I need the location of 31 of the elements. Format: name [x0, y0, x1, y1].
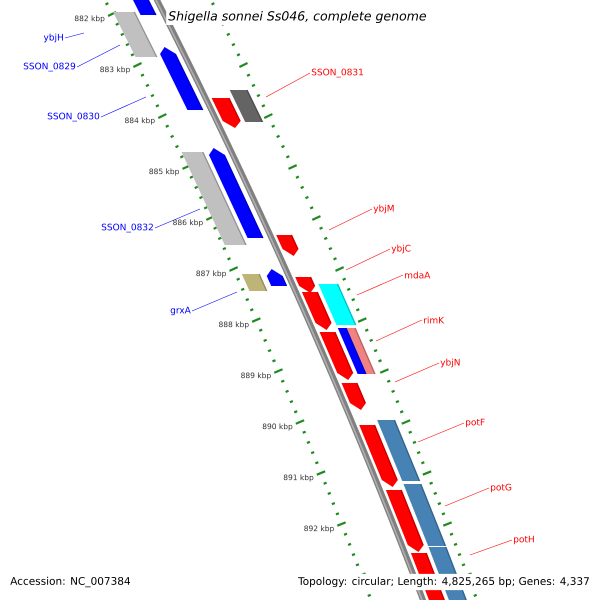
gene-label: ybjH — [44, 34, 63, 42]
leader-line — [76, 44, 120, 68]
gene-label: ybjN — [440, 358, 460, 368]
leader-line — [444, 488, 490, 506]
gene-label: mdaA — [405, 272, 430, 278]
gene-label: ybjM — [373, 204, 394, 214]
gene-label: potH — [514, 536, 534, 544]
gene-label: potF — [466, 418, 485, 428]
title: Shigella sonnei Ss046, complete genome — [166, 8, 429, 26]
leader-line — [192, 292, 238, 312]
leader-line — [346, 248, 390, 270]
leader-line — [100, 96, 146, 118]
leader-line — [64, 32, 84, 38]
gene-label: SSON_0831 — [312, 68, 364, 78]
leader-line — [328, 208, 372, 230]
gene-label: potG — [491, 484, 512, 492]
genome-info-label: Topology: circular; Length: 4,825,265 bp; Genes: 4,337 — [295, 574, 593, 590]
leader-line — [266, 72, 310, 98]
gene-label: grxA — [170, 306, 191, 316]
leader-line — [394, 362, 440, 382]
leader-line — [418, 422, 464, 442]
gene-label: SSON_0829 — [24, 62, 76, 72]
gene-label: rimK — [424, 316, 444, 324]
gene-label: ybjC — [391, 244, 411, 254]
leader-line — [154, 208, 200, 228]
gene-label: SSON_0832 — [102, 224, 153, 232]
gene-label: SSON_0830 — [48, 112, 100, 122]
leader-line — [470, 540, 512, 556]
leader-line — [356, 274, 404, 296]
leader-line — [376, 320, 422, 342]
accession-label: Accession: NC_007384 — [10, 576, 130, 588]
